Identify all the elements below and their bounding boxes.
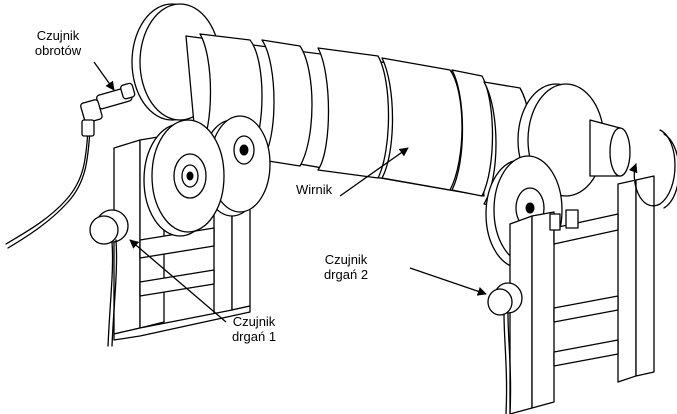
vibration-sensor-2-label: Czujnik drgań 2 [318,252,374,282]
vib1-arrow [129,239,227,323]
vib2-arrow [409,267,487,296]
rotor-label: Wirnik [296,182,332,197]
speed-sensor-label: Czujnik obrotów [30,28,86,58]
vibration-sensor-1 [89,209,129,347]
rotor-label-text: Wirnik [296,182,333,197]
vibration-sensor-2 [487,282,523,414]
rotation-arrow [628,129,676,207]
speed-sensor-label-line1: Czujnik [36,28,80,43]
vib1-label-line2: drgań 1 [231,329,277,344]
right-support-stand [485,155,655,414]
vibration-sensor-1-label: Czujnik drgań 1 [226,314,282,344]
left-rollers [143,115,271,237]
speed-sensor [80,82,136,137]
vib2-label-line1: Czujnik [324,252,368,267]
speed-sensor-arrow [93,61,115,91]
rotor-shaft [131,3,631,211]
vib2-label-line2: drgań 2 [323,267,369,282]
speed-sensor-cable [5,129,89,245]
vib1-label-line1: Czujnik [232,314,276,329]
speed-sensor-label-line2: obrotów [34,43,82,58]
rotor-arrow [339,147,409,197]
